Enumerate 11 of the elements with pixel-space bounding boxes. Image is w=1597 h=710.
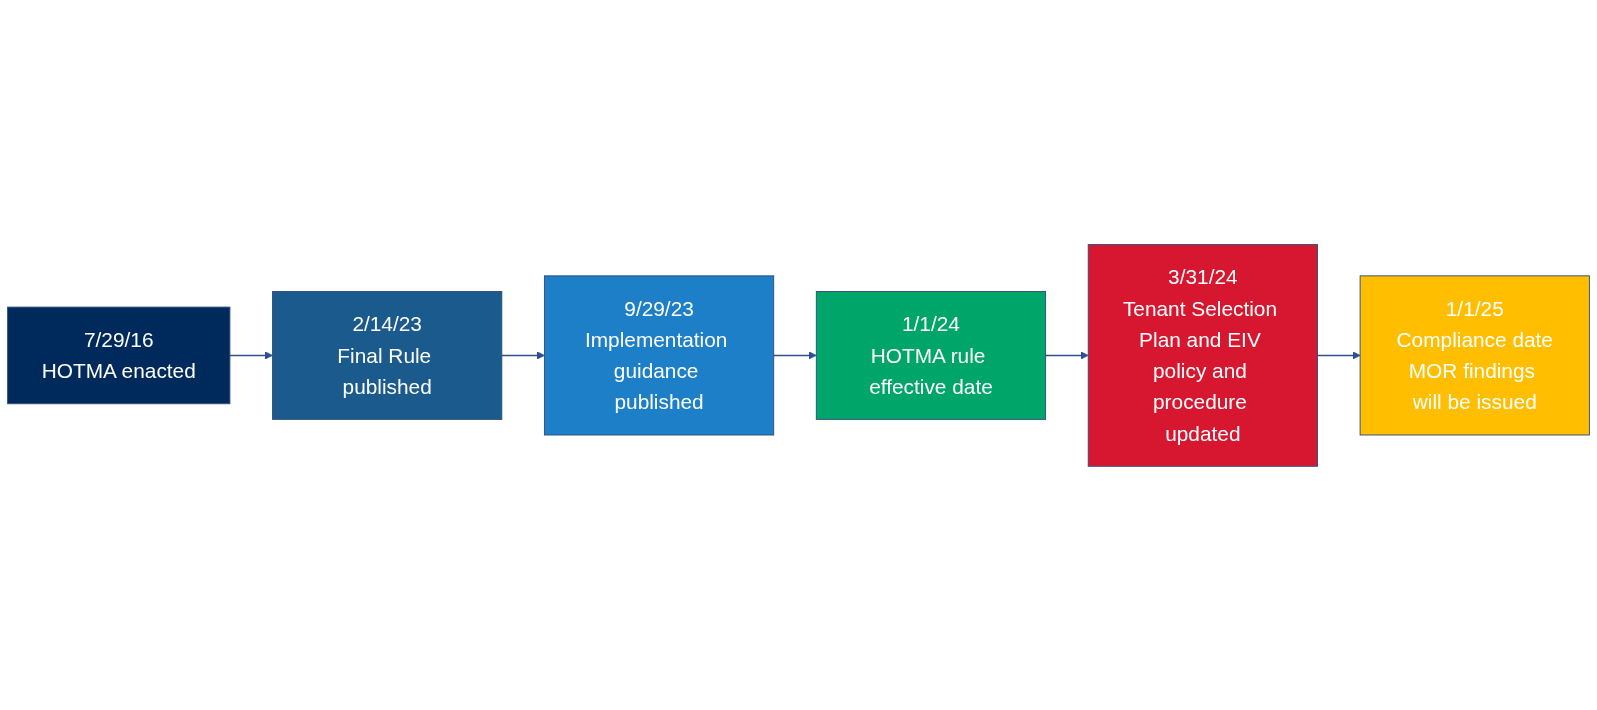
node-box: 1/1/24 HOTMA rule effective date (815, 290, 1047, 420)
node-box: 3/31/24 Tenant Selection Plan and EIV policy and procedure updated (1087, 243, 1318, 467)
arrow (773, 350, 817, 360)
node-box: 7/29/16 HOTMA enacted (7, 306, 231, 404)
node-box: 2/14/23 Final Rule published (272, 290, 503, 420)
arrow (1316, 350, 1361, 360)
node-box: 9/29/23 Implementation guidance published (543, 274, 775, 436)
arrow (229, 350, 273, 360)
arrow (1044, 350, 1089, 360)
arrow (501, 350, 545, 360)
node-box: 1/1/25 Compliance date MOR findings will be issued (1359, 274, 1590, 436)
